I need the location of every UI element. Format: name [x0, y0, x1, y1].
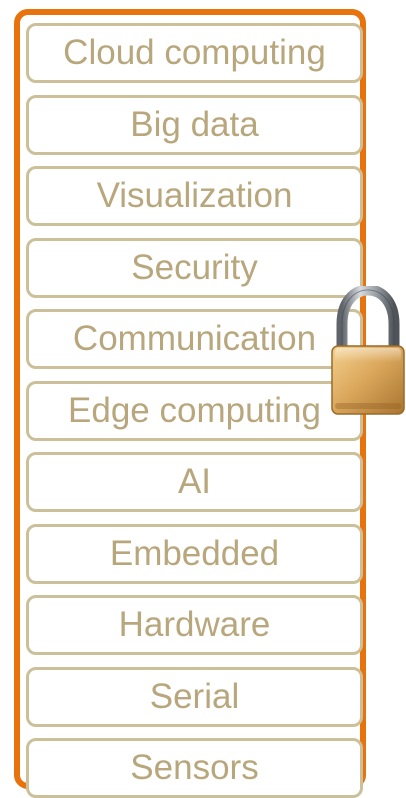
layer-ai: AI — [26, 452, 363, 512]
layer-hardware: Hardware — [26, 595, 363, 655]
layer-visualization: Visualization — [26, 166, 363, 226]
padlock-icon — [331, 286, 405, 415]
layer-communication: Communication — [26, 309, 363, 369]
layer-big-data: Big data — [26, 94, 363, 155]
layer-serial: Serial — [26, 666, 363, 727]
layer-edge-computing: Edge computing — [26, 380, 363, 441]
layer-sensors: Sensors — [26, 738, 363, 798]
layer-stack: Cloud computing Big data Visualization S… — [26, 23, 363, 798]
layer-security: Security — [26, 237, 363, 298]
layer-embedded: Embedded — [26, 523, 363, 584]
layer-cloud-computing: Cloud computing — [26, 23, 363, 83]
